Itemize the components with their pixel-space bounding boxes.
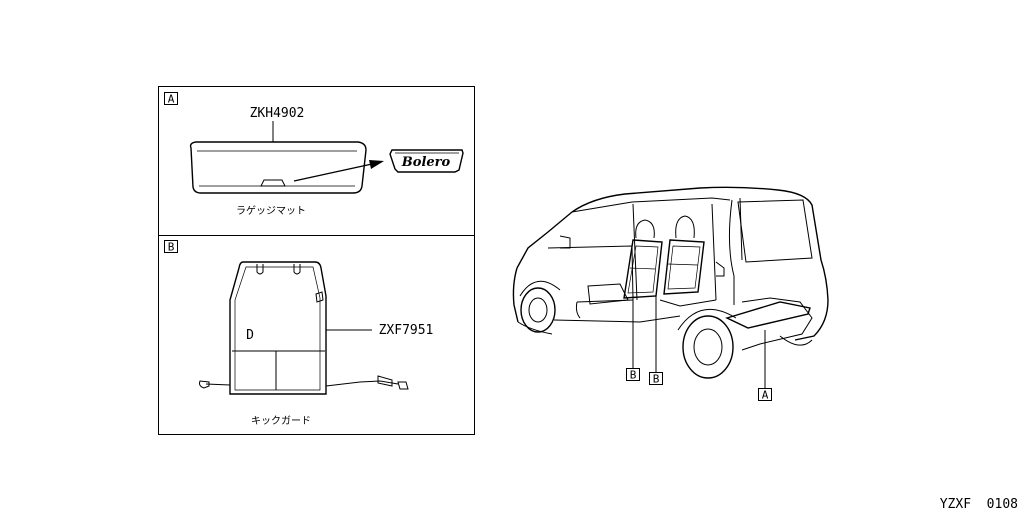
luggage-mat-name: ラゲッジマット — [236, 205, 306, 217]
vehicle-callout-b1: B — [626, 368, 640, 382]
logo-badge: Bolero — [389, 149, 464, 173]
panel-b: B D ZXF7951 キックガード — [164, 240, 434, 427]
footer-code: YZXF 0108 — [940, 497, 1018, 512]
kick-guard-drawing — [199, 261, 409, 395]
callout-label: A — [762, 389, 769, 402]
callout-label: B — [630, 369, 637, 382]
luggage-mat-drawing — [189, 141, 367, 194]
vehicle-callout-a: A — [758, 388, 772, 402]
panel-a-tag: A — [168, 93, 175, 106]
panel-a: A ZKH4902 Bolero ラゲッジマット — [164, 92, 464, 217]
logo-text: Bolero — [401, 155, 451, 170]
arrow-icon — [293, 160, 384, 182]
parts-box — [158, 86, 475, 435]
vehicle-callout-b2: B — [649, 372, 663, 386]
panel-a-tag-box — [164, 92, 178, 105]
kick-guard-mark: D — [246, 328, 254, 343]
luggage-mat-part-number: ZKH4902 — [250, 106, 305, 121]
kick-guard-name: キックガード — [251, 415, 311, 427]
panel-b-tag-box — [164, 240, 178, 253]
callout-label: B — [653, 373, 660, 386]
vehicle-drawing — [512, 186, 829, 388]
panel-b-tag: B — [168, 241, 175, 254]
kick-guard-part-number: ZXF7951 — [379, 323, 434, 338]
